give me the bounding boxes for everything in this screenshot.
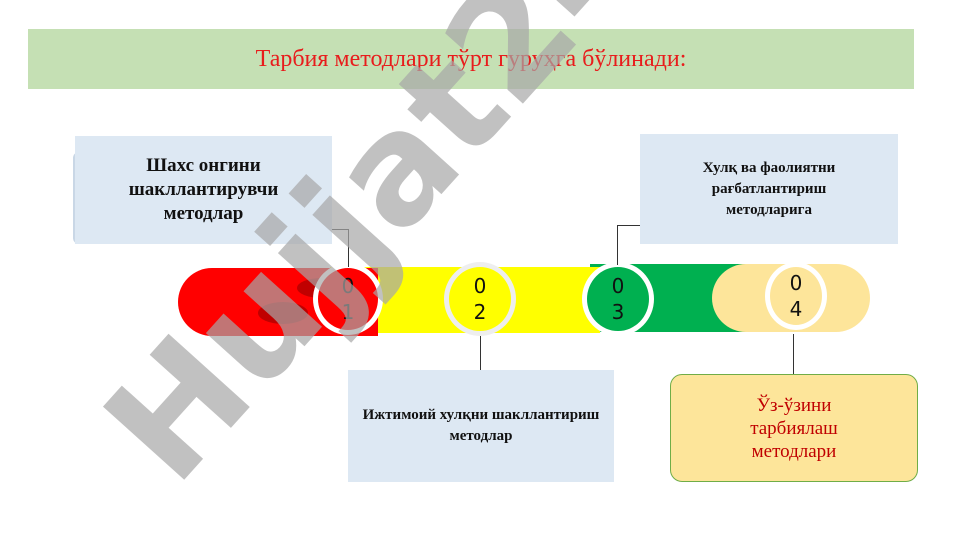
digit: 0 — [789, 271, 803, 295]
group-label: Ўз-ўзини тарбиялаш методлари — [750, 394, 838, 462]
digit: 2 — [473, 300, 487, 324]
slide-title: Тарбия методлари тўрт гуруҳга бўлинади: — [255, 45, 687, 72]
group-box-3: Хулқ ва фаолиятни рағбатлантириш методла… — [640, 134, 898, 244]
digit: 3 — [611, 300, 625, 324]
group-box-2: Ижтимоий хулқни шакллантириш методлар — [348, 370, 614, 482]
group-label: Шахс онгини шакллантирувчи методлар — [128, 155, 279, 224]
connector — [332, 229, 349, 230]
digit: 1 — [341, 300, 355, 324]
connector — [348, 229, 349, 267]
digit: 0 — [611, 274, 625, 298]
group-box-1: Шахс онгини шакллантирувчи методлар — [75, 136, 332, 244]
digit: 0 — [341, 274, 355, 298]
group-box-4: Ўз-ўзини тарбиялаш методлари — [670, 374, 918, 482]
group-label: Хулқ ва фаолиятни рағбатлантириш методла… — [702, 159, 836, 218]
connector — [480, 336, 481, 370]
connector — [793, 334, 794, 374]
connector — [617, 225, 618, 265]
digit: 4 — [789, 297, 803, 321]
group-label: Ижтимоий хулқни шакллантириш методлар — [362, 407, 600, 444]
digit: 0 — [473, 274, 487, 298]
title-banner: Тарбия методлари тўрт гуруҳга бўлинади: — [28, 29, 914, 89]
connector — [617, 225, 640, 226]
blob-decoration — [258, 302, 308, 324]
segment-4-cap — [712, 264, 772, 332]
